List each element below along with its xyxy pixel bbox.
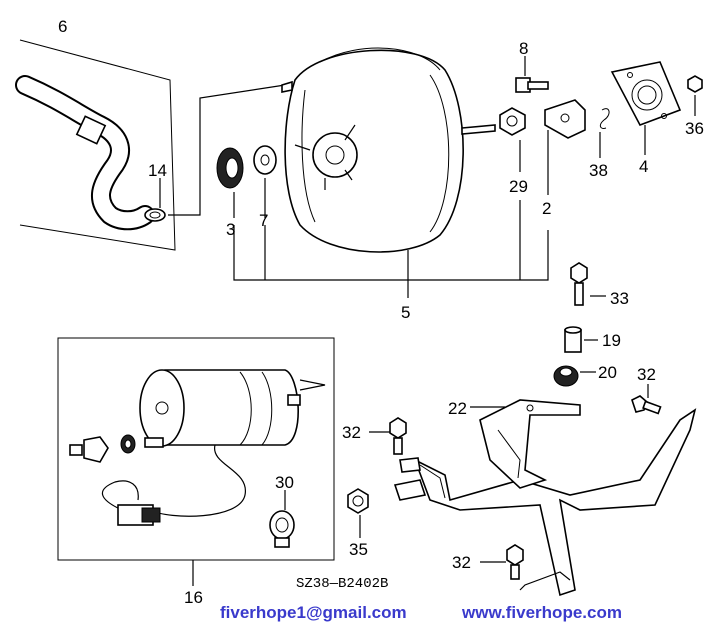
callout-32-mid: 32 [342, 423, 361, 442]
vacuum-hose[interactable] [15, 39, 176, 251]
watermark-email[interactable]: fiverhope1@gmail.com [220, 603, 407, 622]
modulator-bracket[interactable] [393, 399, 697, 597]
abs-modulator-motor[interactable] [139, 369, 301, 447]
bolt-32-right[interactable] [631, 395, 662, 415]
bolt-32-bottom[interactable] [506, 544, 524, 580]
callout-35: 35 [349, 540, 368, 559]
nut-36[interactable] [687, 75, 703, 93]
collar[interactable] [564, 326, 582, 353]
booster-gasket[interactable] [610, 61, 682, 126]
callout-5: 5 [401, 303, 410, 322]
watermark-website[interactable]: www.fiverhope.com [461, 603, 622, 622]
callout-32-right: 32 [637, 365, 656, 384]
clip-pin[interactable] [599, 108, 610, 129]
bolt-32-mid[interactable] [389, 417, 407, 455]
callout-6: 6 [58, 17, 67, 36]
booster-seal[interactable] [216, 147, 244, 189]
callout-7: 7 [259, 211, 268, 230]
flat-washer[interactable] [253, 145, 277, 175]
callout-3: 3 [226, 220, 235, 239]
grommet[interactable] [553, 365, 579, 387]
brake-booster[interactable] [281, 47, 496, 253]
bolt-33[interactable] [570, 262, 588, 306]
callout-4: 4 [639, 157, 648, 176]
callout-29: 29 [509, 177, 528, 196]
callout-20: 20 [598, 363, 617, 382]
bolt-8[interactable] [515, 77, 549, 93]
modulator-frame [57, 337, 335, 561]
callout-33: 33 [610, 289, 629, 308]
motor-connector-bolt[interactable] [69, 434, 164, 463]
callout-14: 14 [148, 161, 167, 180]
callout-19: 19 [602, 331, 621, 350]
harness-clip[interactable] [269, 510, 295, 548]
callout-8: 8 [519, 39, 528, 58]
nut-35[interactable] [347, 488, 369, 514]
callout-30: 30 [275, 473, 294, 492]
callout-2: 2 [542, 199, 551, 218]
callout-36: 36 [685, 119, 704, 138]
hose-clamp[interactable] [144, 208, 166, 222]
wire-harness[interactable] [102, 444, 246, 526]
clevis-bracket[interactable] [544, 99, 586, 139]
callout-22: 22 [448, 399, 467, 418]
callout-16: 16 [184, 588, 203, 607]
nut-29[interactable] [499, 107, 526, 136]
diagram-code: SZ38—B2402B [296, 576, 388, 592]
callout-32-bottom: 32 [452, 553, 471, 572]
callout-38: 38 [589, 161, 608, 180]
